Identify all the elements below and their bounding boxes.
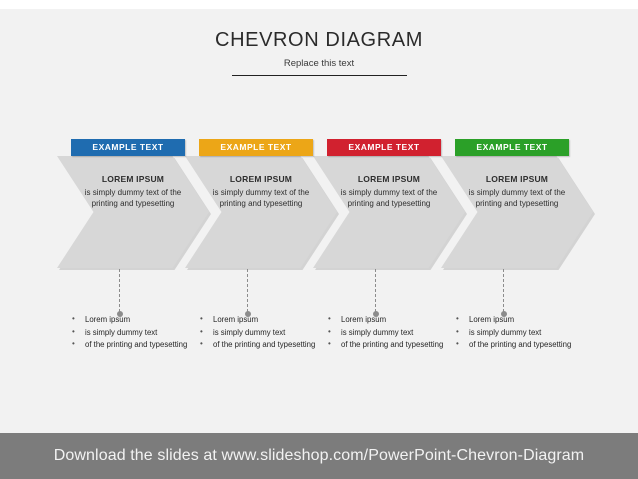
list-item: is simply dummy text <box>70 326 198 339</box>
chevron-body-text: is simply dummy text of the printing and… <box>468 188 566 208</box>
connector-dashed-line <box>375 254 376 312</box>
list-item: of the printing and typesetting <box>454 338 582 351</box>
connector-dashed-line <box>247 254 248 312</box>
list-item: is simply dummy text <box>454 326 582 339</box>
page-title: CHEVRON DIAGRAM <box>215 29 423 51</box>
list-item: Lorem ipsum <box>454 313 582 326</box>
chevron-heading: LOREM IPSUM <box>357 174 421 184</box>
list-item: Lorem ipsum <box>198 313 326 326</box>
chevron-text-block: LOREM IPSUM is simply dummy text of the … <box>333 174 445 209</box>
footer-banner[interactable]: Download the slides at www.slideshop.com… <box>0 433 638 479</box>
chevron-body-text: is simply dummy text of the printing and… <box>340 188 438 208</box>
chevron-text-block: LOREM IPSUM is simply dummy text of the … <box>205 174 317 209</box>
chevron-heading: LOREM IPSUM <box>101 174 165 184</box>
top-white-strip <box>0 0 638 9</box>
chevron-body-text: is simply dummy text of the printing and… <box>84 188 182 208</box>
chevron-segment-4[interactable]: EXAMPLE TEXT LOREM IPSUM is simply dummy… <box>441 136 595 270</box>
chevron-label-bar[interactable]: EXAMPLE TEXT <box>455 139 569 156</box>
connector-dashed-line <box>119 254 120 312</box>
chevron-text-block: LOREM IPSUM is simply dummy text of the … <box>461 174 573 209</box>
bullet-list-2: Lorem ipsum is simply dummy text of the … <box>198 313 326 352</box>
title-underline-rule <box>231 75 407 76</box>
footer-download-link[interactable]: Download the slides at www.slideshop.com… <box>53 447 585 464</box>
chevron-label-bar[interactable]: EXAMPLE TEXT <box>71 139 185 156</box>
list-item: of the printing and typesetting <box>198 338 326 351</box>
list-item: is simply dummy text <box>326 326 454 339</box>
list-item: Lorem ipsum <box>70 313 198 326</box>
chevron-label-bar[interactable]: EXAMPLE TEXT <box>199 139 313 156</box>
chevron-segment-1[interactable]: EXAMPLE TEXT LOREM IPSUM is simply dummy… <box>57 136 211 270</box>
list-item: of the printing and typesetting <box>326 338 454 351</box>
bullet-list-3: Lorem ipsum is simply dummy text of the … <box>326 313 454 352</box>
chevron-heading: LOREM IPSUM <box>229 174 293 184</box>
chevron-row: EXAMPLE TEXT LOREM IPSUM is simply dummy… <box>0 136 638 270</box>
list-item: Lorem ipsum <box>326 313 454 326</box>
bullet-list-4: Lorem ipsum is simply dummy text of the … <box>454 313 582 352</box>
list-item: is simply dummy text <box>198 326 326 339</box>
chevron-body-text: is simply dummy text of the printing and… <box>212 188 310 208</box>
bullet-list-1: Lorem ipsum is simply dummy text of the … <box>70 313 198 352</box>
chevron-heading: LOREM IPSUM <box>485 174 549 184</box>
page-subtitle: Replace this text <box>283 58 355 69</box>
chevron-text-block: LOREM IPSUM is simply dummy text of the … <box>77 174 189 209</box>
title-block: CHEVRON DIAGRAM Replace this text <box>0 28 638 76</box>
chevron-label-bar[interactable]: EXAMPLE TEXT <box>327 139 441 156</box>
list-item: of the printing and typesetting <box>70 338 198 351</box>
chevron-segment-3[interactable]: EXAMPLE TEXT LOREM IPSUM is simply dummy… <box>313 136 467 270</box>
connector-dashed-line <box>503 254 504 312</box>
chevron-segment-2[interactable]: EXAMPLE TEXT LOREM IPSUM is simply dummy… <box>185 136 339 270</box>
